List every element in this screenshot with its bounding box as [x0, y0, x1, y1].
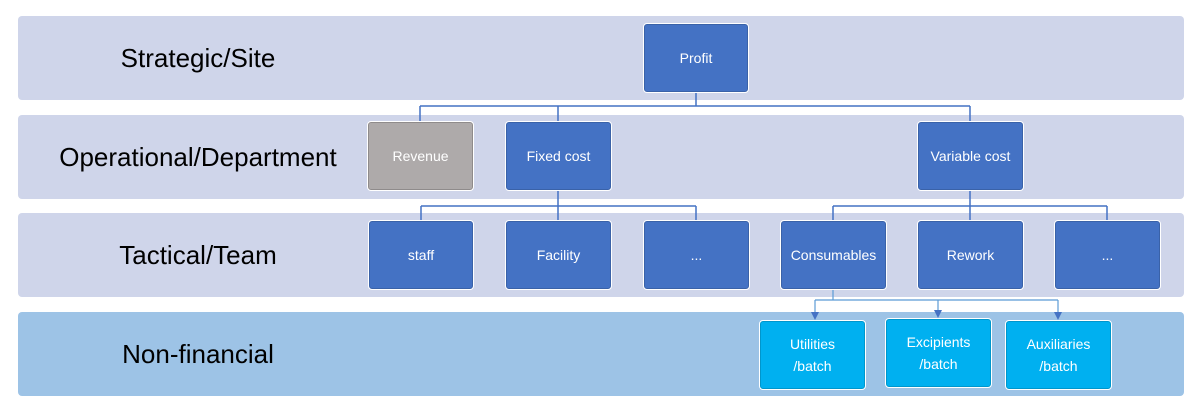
band-label-strategic: Strategic/Site — [120, 42, 276, 73]
band-label-tactical: Tactical/Team — [119, 239, 277, 270]
node-excipients-line2: /batch — [919, 356, 958, 372]
band-strategic: Strategic/Site — [18, 16, 1184, 100]
node-utilities-line1: Utilities — [789, 335, 836, 352]
connector-profit — [419, 93, 971, 121]
node-utilities-line2: /batch — [793, 358, 832, 374]
node-consumables: Consumables — [780, 220, 887, 290]
node-revenue: Revenue — [367, 121, 474, 191]
node-fixed-more: ... — [643, 220, 750, 290]
node-profit: Profit — [643, 23, 749, 93]
node-auxiliaries-line1: Auxiliaries — [1026, 335, 1091, 352]
node-utilities: Utilities /batch — [759, 320, 866, 390]
band-label-nonfinancial: Non-financial — [122, 338, 274, 369]
node-facility: Facility — [505, 220, 612, 290]
node-excipients: Excipients /batch — [885, 318, 992, 388]
node-auxiliaries: Auxiliaries /batch — [1005, 320, 1112, 390]
node-fixed-cost: Fixed cost — [505, 121, 612, 191]
connector-consumables — [815, 290, 1058, 301]
node-variable-cost: Variable cost — [917, 121, 1024, 191]
node-variable-more: ... — [1054, 220, 1161, 290]
node-staff: staff — [368, 220, 474, 290]
band-label-operational: Operational/Department — [59, 141, 337, 172]
connector-fixed-cost — [420, 191, 697, 220]
node-excipients-line1: Excipients — [906, 333, 971, 350]
node-rework: Rework — [917, 220, 1024, 290]
connector-variable-cost — [832, 191, 1108, 220]
node-auxiliaries-line2: /batch — [1039, 358, 1078, 374]
